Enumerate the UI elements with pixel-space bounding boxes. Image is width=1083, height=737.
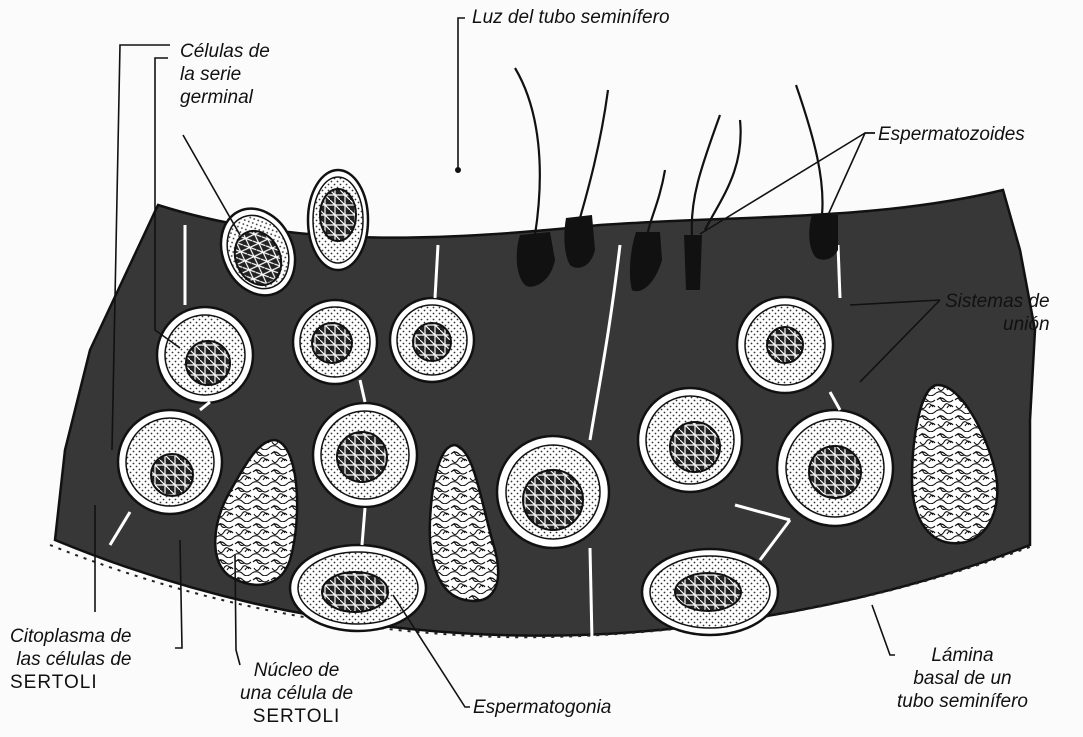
label-lamina-basal: Lámina basal de un tubo seminífero bbox=[897, 644, 1028, 713]
label-luz-tubo: Luz del tubo seminífero bbox=[472, 6, 670, 29]
germinal-cell bbox=[777, 410, 893, 526]
label-espermatogonia: Espermatogonia bbox=[473, 696, 611, 719]
spermatogonia-cell bbox=[290, 545, 426, 631]
germinal-cell bbox=[638, 388, 742, 492]
label-nucleo-sertoli: Núcleo de una célula de SERTOLI bbox=[240, 659, 353, 728]
label-sistemas-union: Sistemas de unión bbox=[945, 290, 1050, 336]
germinal-cell bbox=[497, 436, 609, 548]
germinal-cell bbox=[390, 298, 474, 382]
germinal-cell bbox=[313, 403, 417, 507]
spermatogonia-cell bbox=[642, 549, 778, 635]
label-espermatozoides: Espermatozoides bbox=[878, 123, 1025, 146]
germinal-cell bbox=[737, 297, 833, 393]
label-citoplasma-sertoli: Citoplasma de las células de SERTOLI bbox=[10, 625, 131, 694]
germinal-cell-luminal bbox=[308, 170, 368, 270]
germinal-cell bbox=[157, 307, 253, 403]
germinal-cell bbox=[118, 410, 222, 514]
label-celulas-germinal: Células de la serie germinal bbox=[180, 40, 270, 109]
germinal-cell bbox=[293, 300, 377, 384]
